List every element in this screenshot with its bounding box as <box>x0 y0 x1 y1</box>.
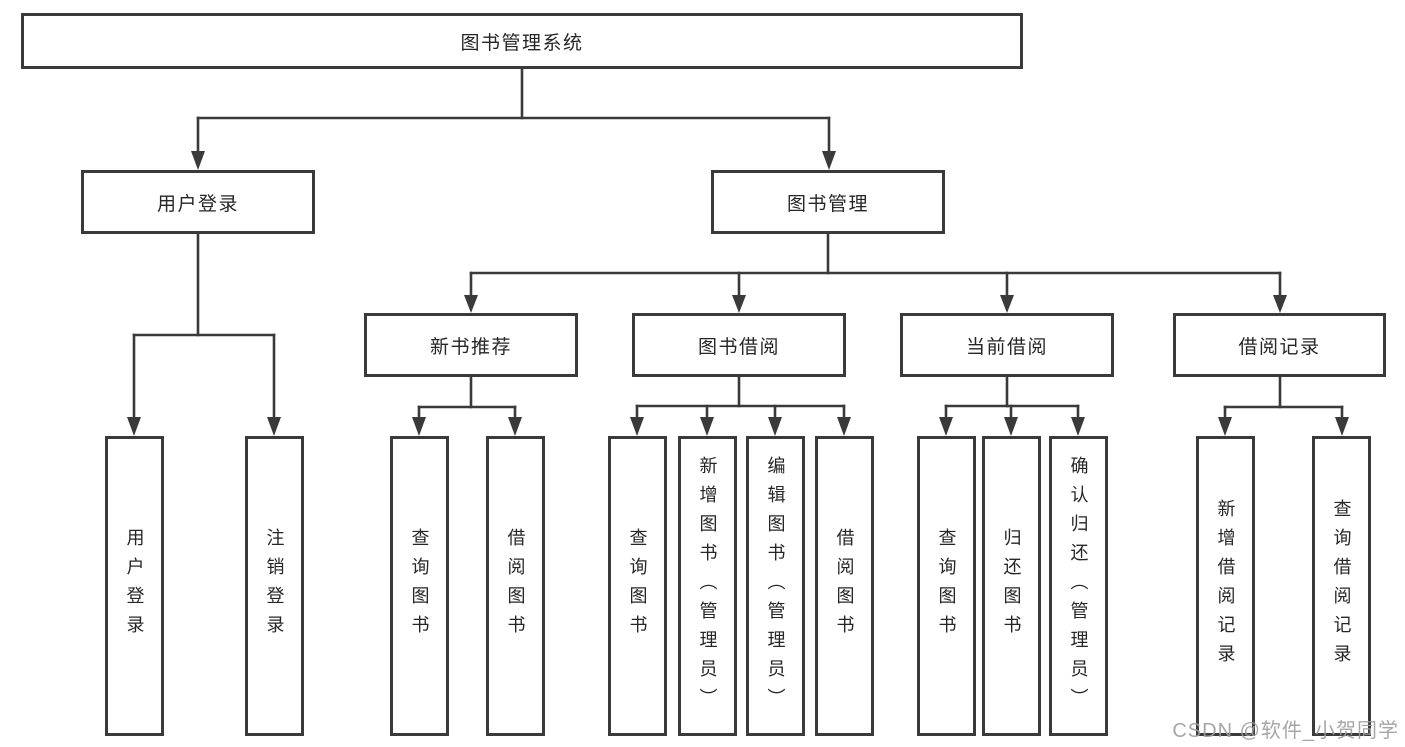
leaf-add-book-admin: 新增图书（管理员） <box>678 436 737 736</box>
node-book-borrowing: 图书借阅 <box>632 313 846 377</box>
leaf-add-borrow-record: 新增借阅记录 <box>1196 436 1255 736</box>
leaf-logout-label: 注销登录 <box>264 528 285 644</box>
leaf-add-book-admin-label: 新增图书（管理员） <box>697 455 718 717</box>
node-book-management: 图书管理 <box>711 170 945 234</box>
csdn-watermark: CSDN @软件_小贺同学 <box>1172 720 1399 742</box>
leaf-borrow-books-1-label: 借阅图书 <box>505 528 526 644</box>
node-new-book-recommendation: 新书推荐 <box>364 313 578 377</box>
leaf-confirm-return-admin: 确认归还（管理员） <box>1049 436 1108 736</box>
node-borrowing-records: 借阅记录 <box>1173 313 1386 377</box>
node-root-label: 图书管理系统 <box>460 32 584 54</box>
leaf-borrow-books-2-label: 借阅图书 <box>834 528 855 644</box>
node-book-borrowing-label: 图书借阅 <box>697 336 780 358</box>
leaf-return-book: 归还图书 <box>982 436 1041 736</box>
leaf-user-login: 用户登录 <box>105 436 164 736</box>
leaf-borrow-books-2: 借阅图书 <box>815 436 874 736</box>
node-user-login: 用户登录 <box>81 170 315 234</box>
node-new-book-recommendation-label: 新书推荐 <box>429 336 512 358</box>
leaf-edit-book-admin: 编辑图书（管理员） <box>746 436 805 736</box>
leaf-query-books-3-label: 查询图书 <box>936 528 957 644</box>
leaf-query-borrow-record: 查询借阅记录 <box>1312 436 1371 736</box>
leaf-query-books-1-label: 查询图书 <box>409 528 430 644</box>
node-borrowing-records-label: 借阅记录 <box>1238 336 1321 358</box>
node-user-login-label: 用户登录 <box>156 193 239 215</box>
leaf-confirm-return-admin-label: 确认归还（管理员） <box>1068 455 1089 717</box>
leaf-return-book-label: 归还图书 <box>1001 528 1022 644</box>
node-current-borrowing-label: 当前借阅 <box>965 336 1048 358</box>
node-book-management-label: 图书管理 <box>786 193 869 215</box>
leaf-query-borrow-record-label: 查询借阅记录 <box>1331 499 1352 673</box>
leaf-query-books-1: 查询图书 <box>390 436 449 736</box>
leaf-query-books-2: 查询图书 <box>608 436 667 736</box>
node-root-library-management-system: 图书管理系统 <box>21 13 1023 69</box>
node-current-borrowing: 当前借阅 <box>900 313 1114 377</box>
leaf-query-books-2-label: 查询图书 <box>627 528 648 644</box>
leaf-query-books-3: 查询图书 <box>917 436 976 736</box>
leaf-add-borrow-record-label: 新增借阅记录 <box>1215 499 1236 673</box>
leaf-user-login-label: 用户登录 <box>124 528 145 644</box>
leaf-edit-book-admin-label: 编辑图书（管理员） <box>765 455 786 717</box>
leaf-logout: 注销登录 <box>245 436 304 736</box>
leaf-borrow-books-1: 借阅图书 <box>486 436 545 736</box>
